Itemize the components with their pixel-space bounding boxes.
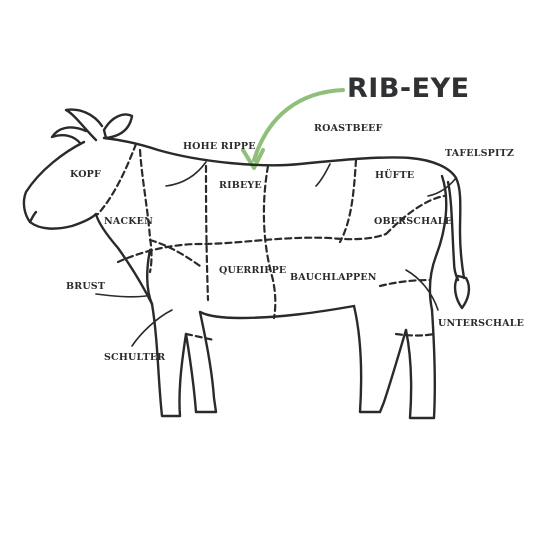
label-huefte: HÜFTE <box>375 168 414 181</box>
label-nacken: NACKEN <box>104 216 153 227</box>
label-unterschale: UNTERSCHALE <box>438 318 524 329</box>
label-kopf: KOPF <box>70 169 101 180</box>
label-tafelspitz: TAFELSPITZ <box>445 148 514 159</box>
headline-rib-eye: RIB-EYE <box>347 73 470 104</box>
cow-outline <box>22 108 471 420</box>
label-hohe-rippe: HOHE RIPPE <box>183 141 256 152</box>
highlight-arrow <box>241 88 345 170</box>
label-ribeye: RIBEYE <box>219 180 262 191</box>
label-brust: BRUST <box>66 281 105 292</box>
cut-lines <box>96 142 446 342</box>
label-querrippe: QUERRIPPE <box>219 265 286 276</box>
label-bauchlappen: BAUCHLAPPEN <box>290 272 377 283</box>
label-oberschale: OBERSCHALE <box>374 216 452 227</box>
label-roastbeef: ROASTBEEF <box>314 123 383 134</box>
leader-lines <box>95 161 457 347</box>
label-schulter: SCHULTER <box>104 352 165 363</box>
cut-labels: KOPF HOHE RIPPE ROASTBEEF TAFELSPITZ RIB… <box>66 123 524 363</box>
